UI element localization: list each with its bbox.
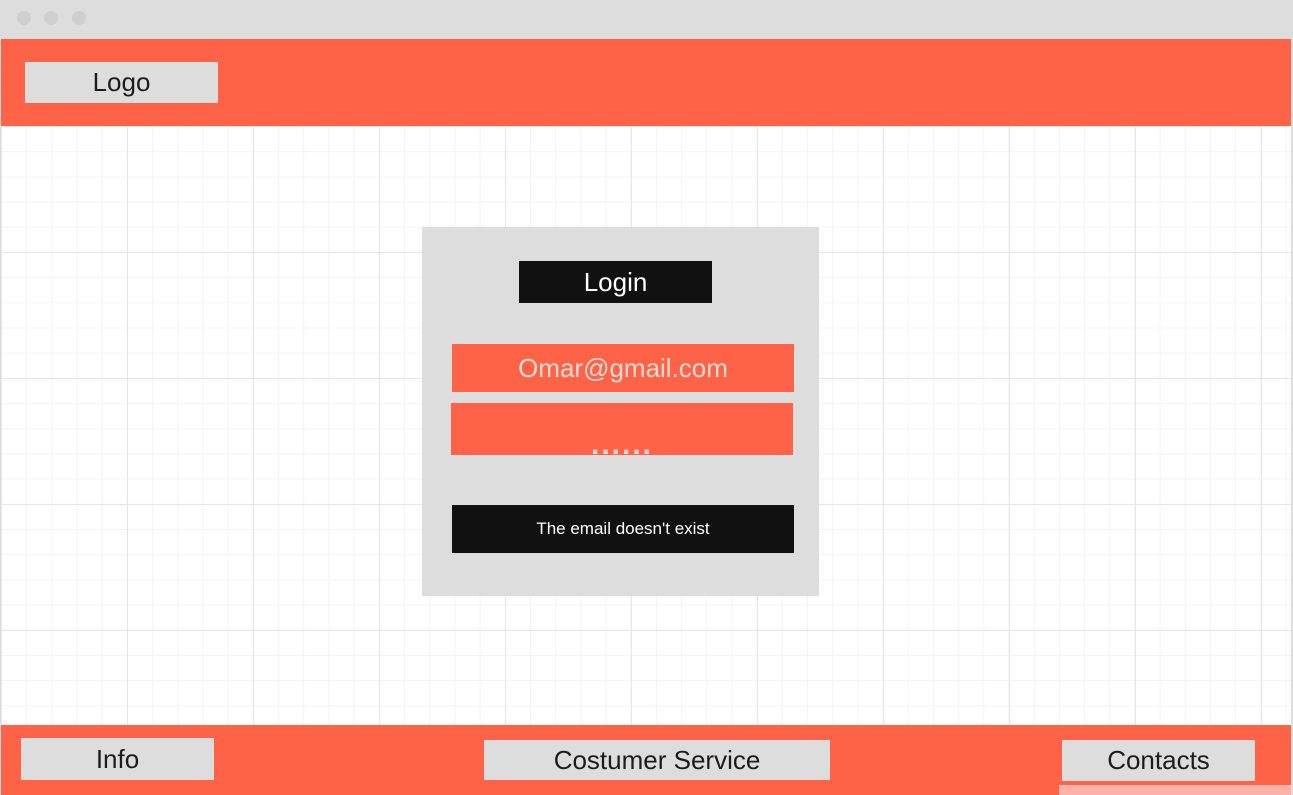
- window-border-right: [1291, 0, 1293, 795]
- page-header: Logo: [1, 39, 1291, 126]
- window-titlebar: [0, 0, 1293, 39]
- logo[interactable]: Logo: [25, 62, 218, 103]
- footer-contacts-link[interactable]: Contacts: [1062, 740, 1255, 781]
- page-footer: Info Costumer Service Contacts: [1, 725, 1291, 795]
- login-form-card: Login ...... The email doesn't exist: [422, 227, 819, 596]
- window-control-dot-icon[interactable]: [44, 11, 58, 25]
- error-message: The email doesn't exist: [452, 505, 794, 553]
- email-field[interactable]: [452, 344, 794, 392]
- footer-decorative-strip: [1059, 785, 1291, 795]
- password-field[interactable]: ......: [451, 403, 793, 455]
- login-title: Login: [519, 261, 712, 303]
- window-control-dot-icon[interactable]: [17, 11, 31, 25]
- footer-info-link[interactable]: Info: [21, 738, 214, 780]
- footer-customer-service-link[interactable]: Costumer Service: [484, 740, 830, 780]
- window-control-dot-icon[interactable]: [72, 11, 86, 25]
- window-border-left: [0, 39, 1, 795]
